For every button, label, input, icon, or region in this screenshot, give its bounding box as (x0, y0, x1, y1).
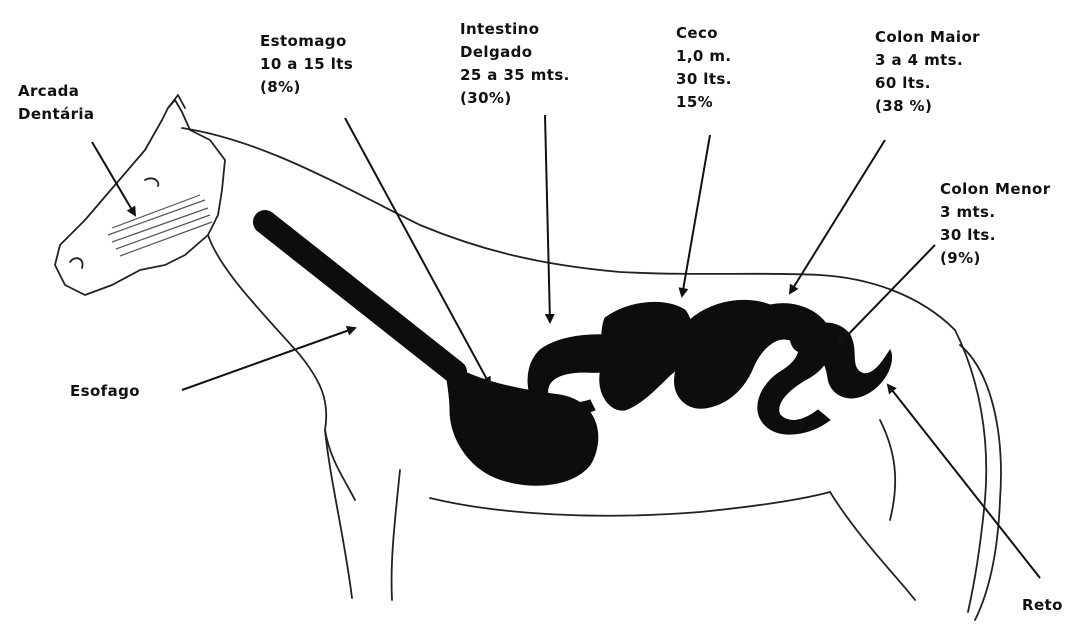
label-colon-menor-line-4: (9%) (940, 247, 1051, 270)
label-arcada-line-1: Arcada (18, 80, 94, 103)
label-colon-maior-line-3: 60 lts. (875, 72, 980, 95)
horse-front-leg-back (392, 470, 400, 600)
horse-head (55, 100, 225, 295)
horse-belly (430, 492, 830, 516)
large-colon (675, 300, 833, 434)
label-intestino-delgado: Intestino Delgado 25 a 35 mts. (30%) (460, 18, 570, 110)
label-colon-menor-line-1: Colon Menor (940, 178, 1051, 201)
arrow-colon-maior (790, 140, 885, 293)
label-intestino-line-2: Delgado (460, 41, 570, 64)
label-estomago-line-1: Estomago (260, 30, 353, 53)
horse-eye (145, 178, 158, 186)
label-colon-maior-line-2: 3 a 4 mts. (875, 49, 980, 72)
label-arcada-line-2: Dentária (18, 103, 94, 126)
label-esofago: Esofago (70, 380, 140, 403)
horse-outline (55, 95, 1001, 620)
dental-arcade-shading (108, 195, 212, 256)
horse-mane-back (182, 128, 955, 330)
horse-hind-leg-front (830, 492, 915, 600)
label-colon-menor: Colon Menor 3 mts. 30 lts. (9%) (940, 178, 1051, 270)
label-intestino-line-3: 25 a 35 mts. (460, 64, 570, 87)
label-reto: Reto (1022, 594, 1063, 617)
label-estomago-line-3: (8%) (260, 76, 353, 99)
label-ceco-line-3: 30 lts. (676, 68, 732, 91)
label-intestino-line-1: Intestino (460, 18, 570, 41)
label-colon-menor-line-2: 3 mts. (940, 201, 1051, 224)
label-colon-maior-line-4: (38 %) (875, 95, 980, 118)
label-colon-maior-line-1: Colon Maior (875, 26, 980, 49)
arrow-esofago (182, 328, 355, 390)
label-estomago-line-2: 10 a 15 lts (260, 53, 353, 76)
label-intestino-line-4: (30%) (460, 87, 570, 110)
label-colon-menor-line-3: 30 lts. (940, 224, 1051, 247)
horse-nostril (70, 258, 83, 268)
arrow-ceco (682, 135, 710, 296)
label-ceco-line-2: 1,0 m. (676, 45, 732, 68)
label-ceco: Ceco 1,0 m. 30 lts. 15% (676, 22, 732, 114)
arrow-colon-menor (838, 245, 935, 345)
label-arcada-dentaria: Arcada Dentária (18, 80, 94, 126)
label-ceco-line-1: Ceco (676, 22, 732, 45)
arrow-reto (888, 385, 1040, 578)
arrow-intestino (545, 115, 550, 322)
horse-tail (960, 345, 1001, 620)
horse-stifle (880, 420, 895, 520)
digestive-tract (265, 222, 892, 485)
label-ceco-line-4: 15% (676, 91, 732, 114)
label-estomago: Estomago 10 a 15 lts (8%) (260, 30, 353, 99)
stomach (445, 360, 598, 485)
horse-front-leg-front (325, 430, 352, 598)
label-colon-maior: Colon Maior 3 a 4 mts. 60 lts. (38 %) (875, 26, 980, 118)
